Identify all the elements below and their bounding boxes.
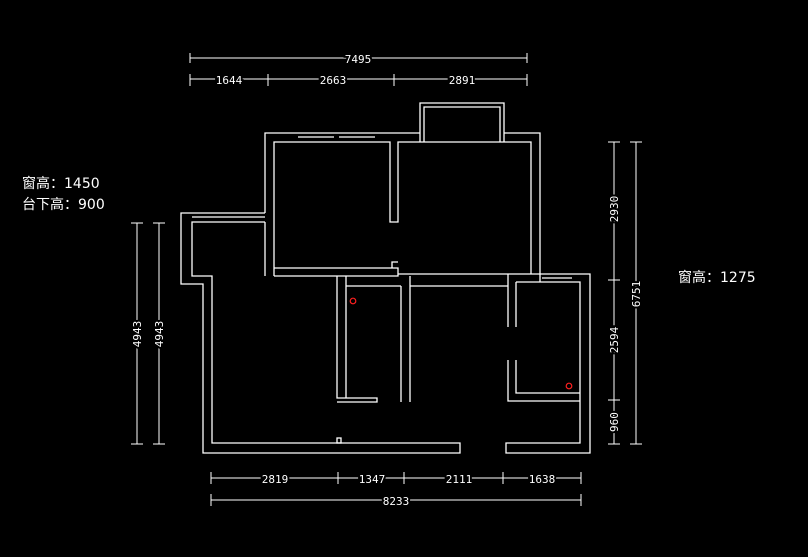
right-room-wall <box>505 273 591 454</box>
mid-wall <box>264 222 399 277</box>
dim-top-seg-2: 2663 <box>320 74 347 87</box>
middle-room-wall <box>336 276 411 403</box>
dim-bottom-seg-2: 1347 <box>359 473 386 486</box>
dim-top-total: 7495 <box>345 53 372 66</box>
dim-right-total: 6751 <box>630 281 643 308</box>
right-room-lower-wall <box>507 360 580 402</box>
bay-window <box>419 102 505 142</box>
dim-bottom-seg-3: 2111 <box>446 473 473 486</box>
dim-right-seg-3: 960 <box>608 412 621 432</box>
dim-top-seg-3: 2891 <box>449 74 476 87</box>
dim-right-seg-2: 2594 <box>608 326 621 353</box>
dim-left-inner: 4943 <box>153 321 166 348</box>
dim-bottom-seg-1: 2819 <box>262 473 289 486</box>
dim-left-outer: 4943 <box>131 321 144 348</box>
marker-left <box>349 297 357 305</box>
bottom-wall-stub <box>336 437 342 444</box>
note-left-window-height: 窗高：1450 <box>22 176 100 192</box>
dim-bottom-seg-4: 1638 <box>529 473 556 486</box>
dim-bottom-total: 8233 <box>383 495 410 508</box>
upper-outer-wall <box>264 132 541 282</box>
dimension-lines <box>131 53 642 506</box>
walls <box>180 102 591 454</box>
marker-right <box>565 382 573 390</box>
note-left-sill-height: 台下高：900 <box>22 197 105 213</box>
dim-right-seg-1: 2930 <box>608 196 621 223</box>
dim-top-seg-1: 1644 <box>216 74 243 87</box>
note-right-window-height: 窗高：1275 <box>678 270 756 286</box>
left-wing-wall <box>180 212 461 454</box>
